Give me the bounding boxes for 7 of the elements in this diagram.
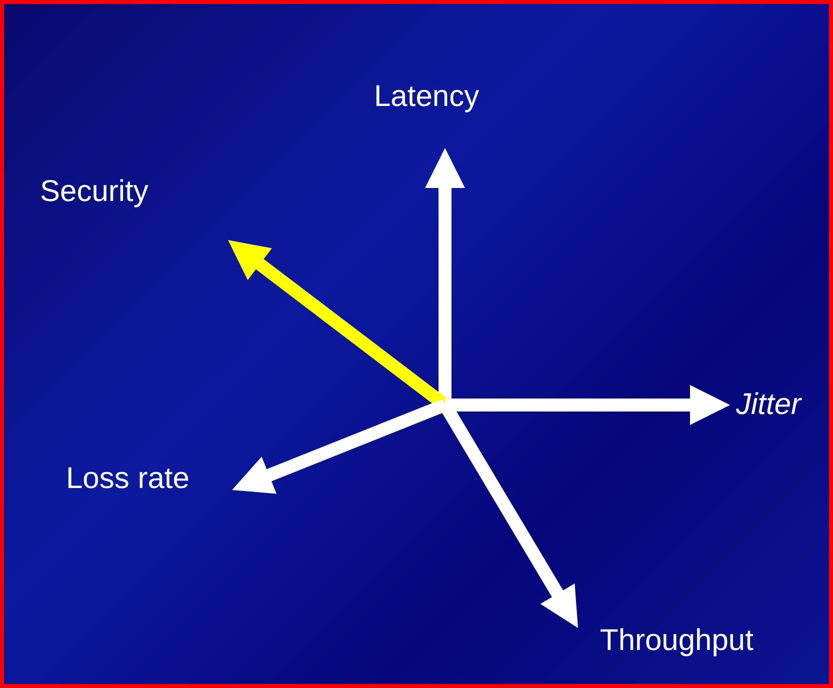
axis-label: Throughput xyxy=(600,622,754,660)
axis-label: Latency xyxy=(374,78,480,116)
arrow xyxy=(445,385,730,425)
axis-label: Jitter xyxy=(736,386,802,424)
axis-label: Loss rate xyxy=(66,460,190,498)
arrow xyxy=(232,398,448,494)
axis-label: Security xyxy=(40,173,148,211)
